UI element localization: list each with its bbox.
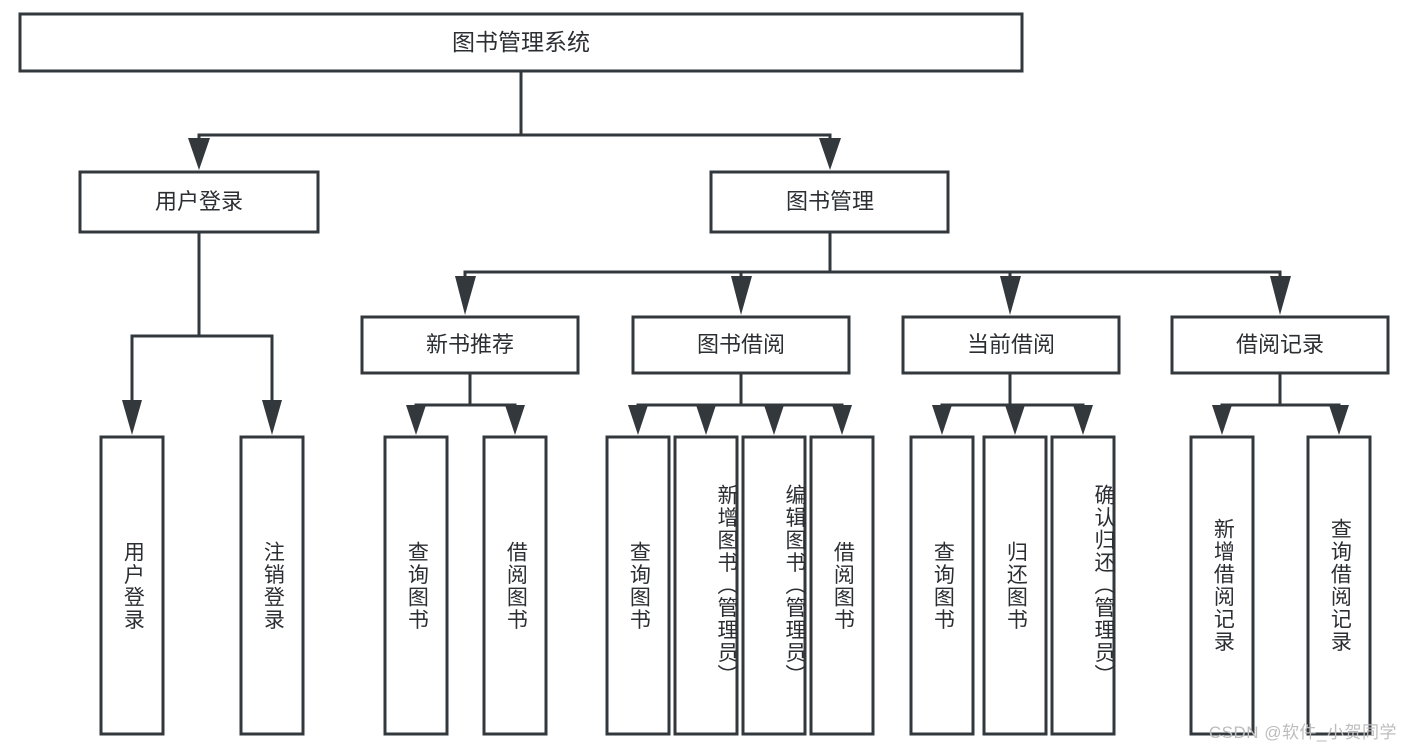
node-new-book-rec[interactable]: 新书推荐 (360, 315, 580, 375)
node-book-manage[interactable]: 图书管理 (709, 170, 950, 234)
arrow-head-leaf-query-book-2 (628, 405, 648, 435)
arrow-head-leaf-add-book (696, 405, 716, 435)
node-borrow-record-label: 借阅记录 (1236, 332, 1324, 357)
node-borrow-record-box[interactable] (1170, 315, 1390, 375)
node-leaf-add-book-box[interactable] (673, 435, 739, 736)
connector-root-to-level2 (188, 69, 841, 170)
arrow-head-current-borrow (1000, 276, 1021, 315)
arrow-head-book-manage (819, 138, 841, 170)
arrow-head-leaf-query-book-1 (406, 405, 426, 435)
connector-user-login-to-leaves (122, 230, 282, 435)
node-root-label: 图书管理系统 (452, 29, 590, 55)
arrow-head-leaf-user-login (122, 400, 142, 435)
arrow-head-leaf-return-book (1005, 405, 1025, 435)
node-book-borrow-box[interactable] (631, 315, 851, 375)
node-borrow-record[interactable]: 借阅记录 (1170, 315, 1390, 375)
arrow-head-user-login (188, 138, 210, 170)
node-book-borrow[interactable]: 图书借阅 (631, 315, 851, 375)
node-user-login-box[interactable] (78, 170, 320, 234)
connector-new-book-rec-to-leaves (406, 371, 525, 435)
node-leaf-borrow-book-2-box[interactable] (809, 435, 875, 736)
connector-borrow-record-to-leaves (1212, 371, 1349, 435)
arrow-head-leaf-confirm-return (1073, 405, 1093, 435)
node-leaf-query-book-2-box[interactable] (605, 435, 671, 736)
node-leaf-return-book-box[interactable] (982, 435, 1048, 736)
arrow-head-leaf-borrow-book-2 (832, 405, 852, 435)
node-leaf-user-logout-box[interactable] (239, 435, 305, 736)
arrow-head-leaf-query-record (1329, 405, 1349, 435)
node-book-borrow-label: 图书借阅 (697, 332, 785, 357)
node-leaf-user-login-box[interactable] (99, 435, 165, 736)
node-new-book-rec-box[interactable] (360, 315, 580, 375)
node-new-book-rec-label: 新书推荐 (426, 332, 514, 357)
node-leaf-query-book-3-box[interactable] (909, 435, 975, 736)
node-leaf-add-record-box[interactable] (1189, 435, 1255, 736)
node-current-borrow-label: 当前借阅 (967, 332, 1055, 357)
connector-book-manage-to-level3 (455, 230, 1291, 315)
node-leaf-query-book-1-box[interactable] (383, 435, 449, 736)
arrow-head-book-borrow (731, 276, 752, 315)
node-current-borrow[interactable]: 当前借阅 (901, 315, 1121, 375)
arrow-head-leaf-add-record (1212, 405, 1232, 435)
node-current-borrow-box[interactable] (901, 315, 1121, 375)
node-user-login[interactable]: 用户登录 (78, 170, 320, 234)
node-leaf-confirm-return-box[interactable] (1050, 435, 1116, 736)
node-root-box[interactable] (18, 12, 1024, 73)
node-leaf-edit-book-box[interactable] (741, 435, 807, 736)
node-root[interactable]: 图书管理系统 (18, 12, 1024, 73)
node-book-manage-label: 图书管理 (786, 189, 874, 214)
node-book-manage-box[interactable] (709, 170, 950, 234)
arrow-head-leaf-query-book-3 (932, 405, 952, 435)
csdn-watermark: CSDN @软件_小贺同学 (1208, 723, 1397, 742)
arrow-head-new-book-rec (455, 276, 476, 315)
node-leaf-query-record-box[interactable] (1306, 435, 1372, 736)
node-leaf-borrow-book-1-box[interactable] (482, 435, 548, 736)
arrow-head-leaf-user-logout (262, 400, 282, 435)
connector-book-borrow-to-leaves (628, 371, 852, 435)
arrow-head-leaf-borrow-book-1 (505, 405, 525, 435)
arrow-head-borrow-record (1270, 276, 1291, 315)
connector-current-borrow-to-leaves (932, 371, 1093, 435)
node-user-login-label: 用户登录 (155, 189, 243, 214)
arrow-head-leaf-edit-book (764, 405, 784, 435)
